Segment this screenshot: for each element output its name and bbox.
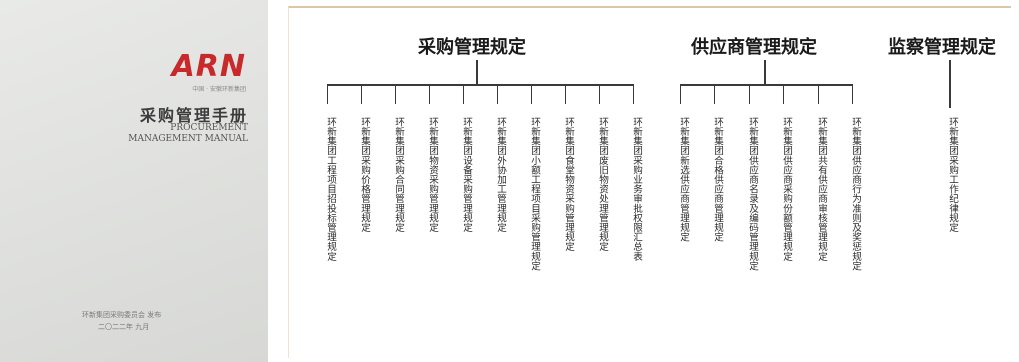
cover-subtitle-en-1: PROCUREMENT bbox=[170, 123, 248, 133]
group-title-supervision: 监察管理规定 bbox=[888, 37, 996, 58]
cover-subtitle-en-2: MANAGEMENT MANUAL bbox=[128, 134, 248, 144]
connector-drop bbox=[818, 84, 819, 104]
regulation-item: 环新集团共有供应商审核管理规定 bbox=[816, 117, 827, 261]
connector-drop bbox=[599, 84, 600, 104]
regulation-item: 环新集团工程项目招投标管理规定 bbox=[325, 117, 336, 261]
regulation-item: 环新集团采购工作纪律规定 bbox=[947, 117, 958, 233]
connector-drop bbox=[633, 84, 634, 104]
connector-stem bbox=[476, 60, 478, 84]
regulation-item: 环新集团外协加工管理规定 bbox=[495, 117, 506, 233]
connector-drop bbox=[783, 84, 784, 104]
connector-drop bbox=[565, 84, 566, 104]
regulation-item: 环新集团废旧物资处理管理规定 bbox=[597, 117, 608, 252]
regulation-item: 环新集团小额工程项目采购管理规定 bbox=[529, 117, 540, 271]
regulation-item: 环新集团新选供应商管理规定 bbox=[678, 117, 689, 242]
connector-drop bbox=[680, 84, 681, 104]
group-title-supplier: 供应商管理规定 bbox=[691, 37, 817, 58]
connector-drop bbox=[463, 84, 464, 104]
regulation-item: 环新集团设备采购管理规定 bbox=[461, 117, 472, 233]
group-title-procurement: 采购管理规定 bbox=[418, 37, 526, 58]
chart-frame bbox=[288, 6, 1011, 358]
connector-stem bbox=[764, 60, 766, 84]
connector-drop bbox=[361, 84, 362, 104]
cover-issuer: 环新集团采购委员会 发布 bbox=[82, 311, 162, 319]
cover-date: 二〇二二年 九月 bbox=[98, 323, 150, 331]
logo-subtext: 中国 · 安徽环新集团 bbox=[192, 86, 246, 93]
regulation-structure-chart: 采购管理规定 供应商管理规定 监察管理规定 环新集团工程项目招投标管理规定 环新… bbox=[288, 0, 1019, 362]
connector-drop bbox=[497, 84, 498, 104]
logo-mark: ARN bbox=[171, 49, 246, 84]
regulation-item: 环新集团食堂物资采购管理规定 bbox=[563, 117, 574, 252]
connector-drop bbox=[531, 84, 532, 104]
company-logo: ARN 中国 · 安徽环新集团 bbox=[171, 49, 246, 94]
connector-drop bbox=[327, 84, 328, 104]
regulation-item: 环新集团物资采购管理规定 bbox=[427, 117, 438, 233]
cover-title: 采购管理手册 bbox=[139, 106, 248, 125]
regulation-item: 环新集团采购合同管理规定 bbox=[393, 117, 404, 233]
regulation-item: 环新集团采购业务审批权限汇总表 bbox=[631, 117, 642, 261]
connector-drop bbox=[852, 84, 853, 104]
connector-drop bbox=[429, 84, 430, 104]
connector-stem bbox=[949, 60, 951, 108]
regulation-item: 环新集团供应商行为准则及奖惩规定 bbox=[850, 117, 861, 271]
regulation-item: 环新集团采购价格管理规定 bbox=[359, 117, 370, 233]
regulation-item: 环新集团供应商名录及编码管理规定 bbox=[747, 117, 758, 271]
regulation-item: 环新集团合格供应商管理规定 bbox=[712, 117, 723, 242]
connector-drop bbox=[749, 84, 750, 104]
regulation-item: 环新集团供应商采购份额管理规定 bbox=[781, 117, 792, 261]
connector-bar bbox=[680, 84, 853, 86]
connector-bar bbox=[327, 84, 633, 86]
connector-drop bbox=[395, 84, 396, 104]
manual-cover: ARN 中国 · 安徽环新集团 采购管理手册 PROCUREMENT MANAG… bbox=[0, 0, 268, 362]
connector-drop bbox=[714, 84, 715, 104]
